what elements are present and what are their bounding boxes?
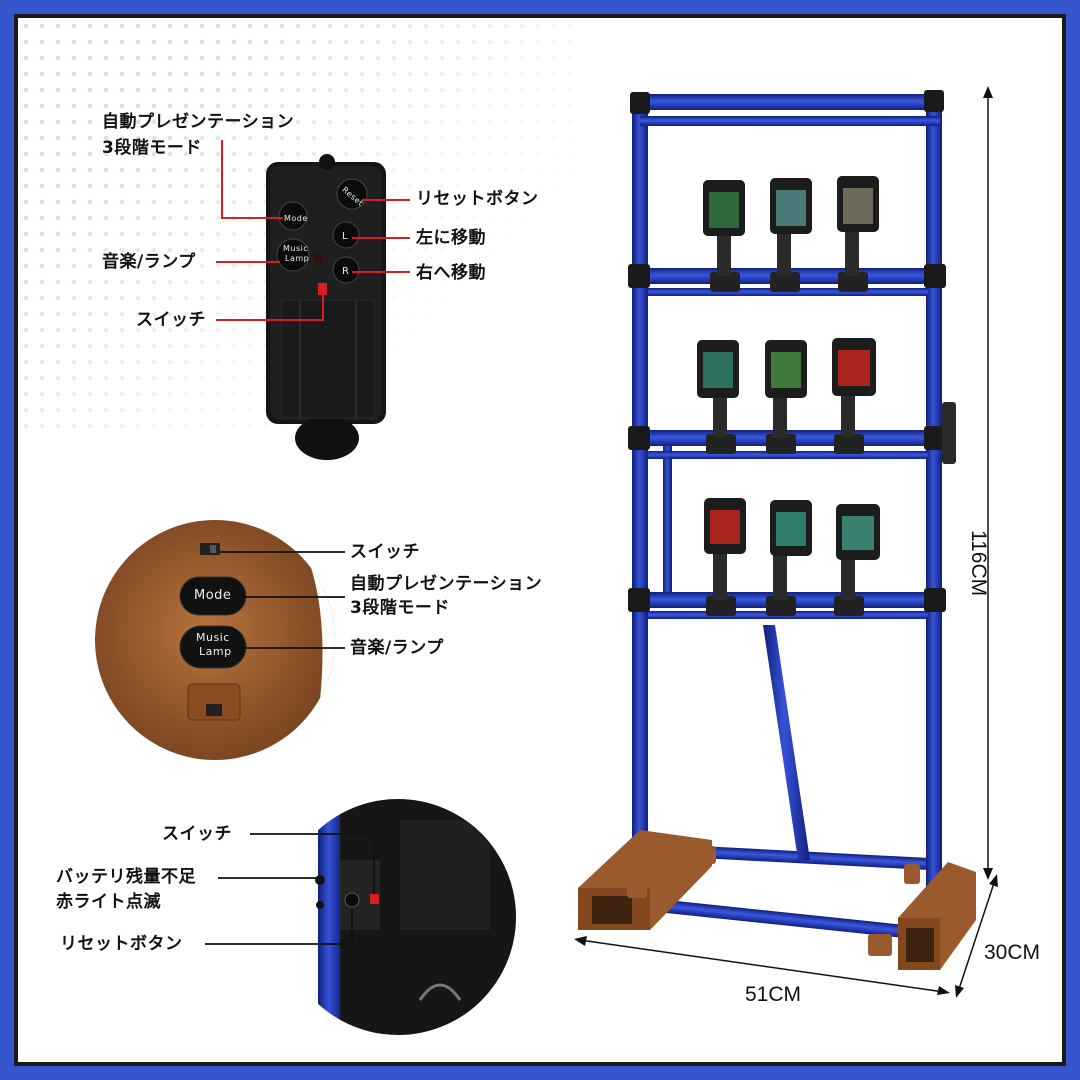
detail-mode-button	[179, 576, 247, 616]
detail-music-lamp-label: 音楽/ランプ	[350, 638, 444, 658]
remote-switch-label: スイッチ	[136, 310, 206, 330]
base-switch	[370, 894, 379, 904]
remote-three-mode-label: 3段階モード	[102, 138, 202, 158]
base-red-light-label: 赤ライト点滅	[56, 892, 161, 912]
base-callout-lines	[205, 833, 375, 945]
base-reset-label: リセットボタン	[60, 934, 183, 954]
remote-callout-lines	[216, 140, 410, 321]
detail-closeup	[95, 520, 335, 760]
remote-right-key: R	[342, 266, 350, 277]
base-switch-label: スイッチ	[162, 824, 232, 844]
dimension-lines	[574, 86, 998, 998]
remote-music-lamp-button	[276, 238, 310, 272]
stand-base	[578, 830, 976, 970]
base-closeup	[280, 799, 516, 1035]
remote-left-button	[332, 221, 360, 249]
remote-move-right-label: 右へ移動	[416, 263, 486, 283]
remote-reset-button	[336, 178, 368, 210]
remote-switch	[318, 283, 327, 295]
depth-dimension: 30CM	[984, 941, 1041, 964]
width-dimension: 51CM	[745, 983, 802, 1006]
detail-three-mode-label: 3段階モード	[350, 598, 450, 618]
remote-auto-demo-label: 自動プレゼンテーション	[102, 112, 295, 132]
target-row-1	[703, 176, 879, 292]
remote-right-button	[332, 256, 360, 284]
detail-music-lamp-button	[179, 625, 247, 669]
remote-reset-label: リセットボタン	[416, 189, 539, 209]
detail-music-key: Music	[196, 631, 230, 644]
target-row-3	[704, 498, 880, 616]
detail-auto-demo-label: 自動プレゼンテーション	[350, 574, 543, 594]
target-row-2	[697, 338, 876, 454]
detail-callout-lines	[220, 551, 345, 649]
remote-left-key: L	[342, 231, 349, 242]
base-low-battery-label: バッテリ残量不足	[56, 867, 196, 887]
remote-move-left-label: 左に移動	[416, 228, 486, 248]
inner-border	[14, 14, 1066, 1066]
remote-mode-button	[278, 201, 308, 231]
remote-music-key: Music	[283, 244, 309, 253]
remote-lamp-key: Lamp	[285, 254, 310, 263]
detail-mode-key: Mode	[194, 588, 232, 603]
remote-music-lamp-label: 音楽/ランプ	[102, 252, 196, 272]
targets	[697, 176, 880, 616]
detail-switch-label: スイッチ	[350, 542, 420, 562]
detail-lamp-key: Lamp	[199, 645, 232, 658]
remote-mode-key: Mode	[284, 214, 308, 223]
